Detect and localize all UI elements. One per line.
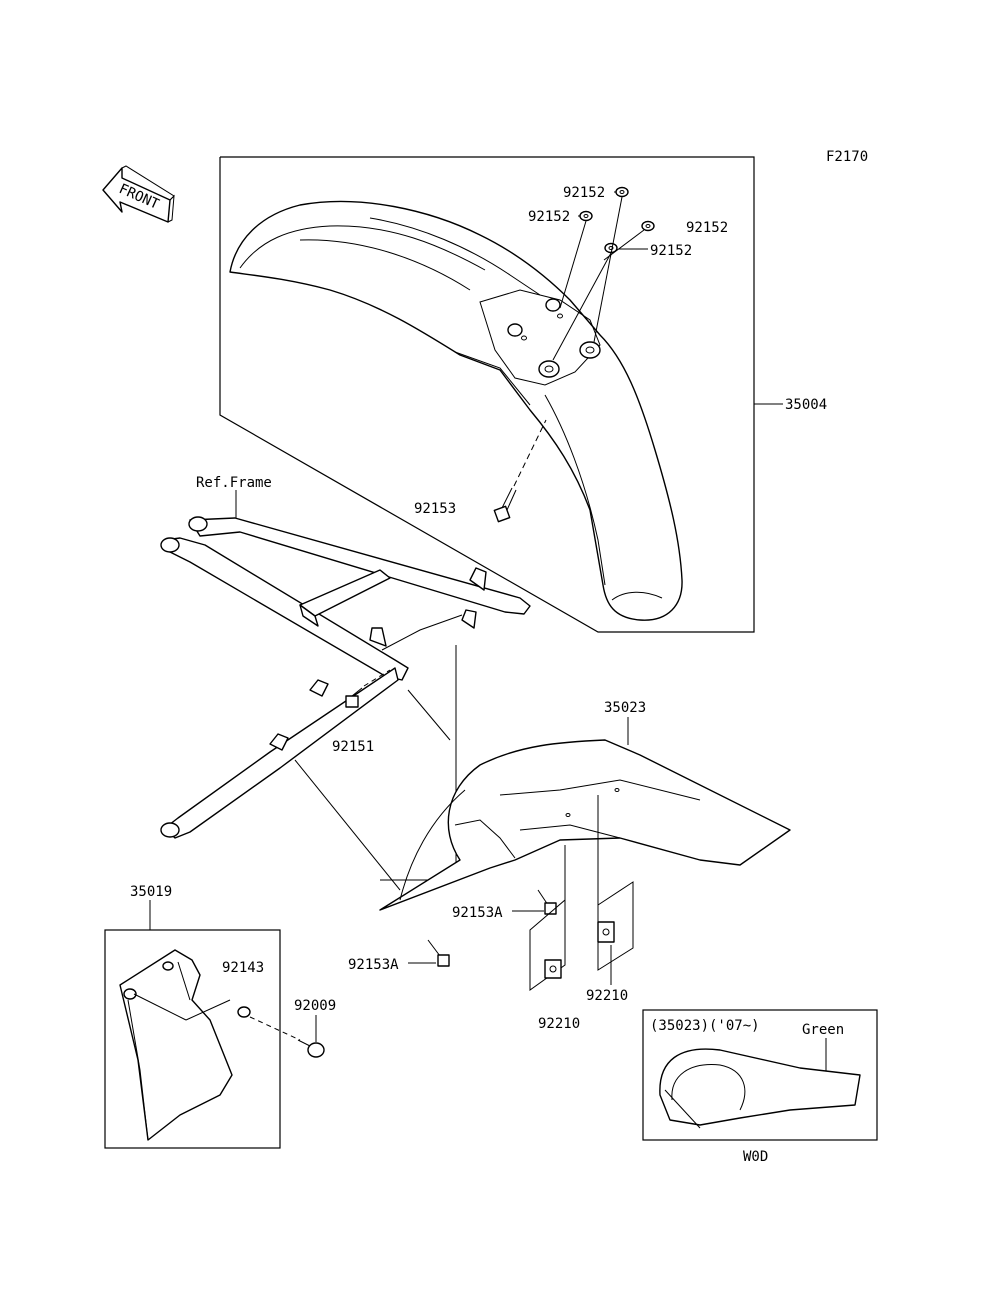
rear-fender	[379, 739, 791, 911]
washer-d-label: 92152	[650, 243, 692, 259]
washer-c-label: 92152	[686, 220, 728, 236]
rear-bolt-2-label: 92153A	[348, 957, 399, 973]
inset-box	[642, 1009, 878, 1141]
front-fender-box	[219, 156, 755, 633]
washer-b-icon	[579, 210, 593, 222]
rear-bolt-1-label: 92153A	[452, 905, 503, 921]
front-bolt-icon	[493, 487, 517, 523]
mud-flap-box	[104, 929, 281, 1149]
inset-color-label: Green	[802, 1022, 844, 1038]
washer-d-icon	[604, 242, 618, 254]
washer-a-icon	[615, 186, 629, 198]
inset-model-code: W0D	[743, 1149, 768, 1165]
rear-bolt-2-icon	[427, 939, 450, 967]
rear-bolt-1-icon	[537, 889, 557, 915]
ref-frame-label: Ref.Frame	[196, 475, 272, 491]
rear-fender-label: 35023	[604, 700, 646, 716]
rear-frame	[160, 516, 531, 839]
front-bolt-label: 92153	[414, 501, 456, 517]
mud-flap-label: 35019	[130, 884, 172, 900]
front-fender-label: 35004	[785, 397, 827, 413]
washer-c-icon	[641, 220, 655, 232]
screw-icon	[297, 1039, 325, 1058]
nut-clip-1-icon	[529, 898, 566, 991]
inset-title: (35023)('07~)	[650, 1018, 760, 1034]
frame-bolt-label: 92151	[332, 739, 374, 755]
mud-flap	[119, 949, 233, 1141]
nut-clip-2-icon	[597, 881, 634, 971]
frame-bolt-icon	[345, 687, 363, 708]
screw-label: 92009	[294, 998, 336, 1014]
front-fender	[229, 200, 683, 621]
front-arrow-icon: FRONT	[102, 165, 175, 223]
figure-code: F2170	[826, 149, 868, 165]
washer-b-label: 92152	[528, 209, 570, 225]
nut-clip-2-label: 92210	[586, 988, 628, 1004]
inset-rear-fender	[659, 1048, 861, 1129]
collar-icon	[237, 1006, 251, 1018]
nut-clip-1-label: 92210	[538, 1016, 580, 1032]
collar-label: 92143	[222, 960, 264, 976]
washer-a-label: 92152	[563, 185, 605, 201]
